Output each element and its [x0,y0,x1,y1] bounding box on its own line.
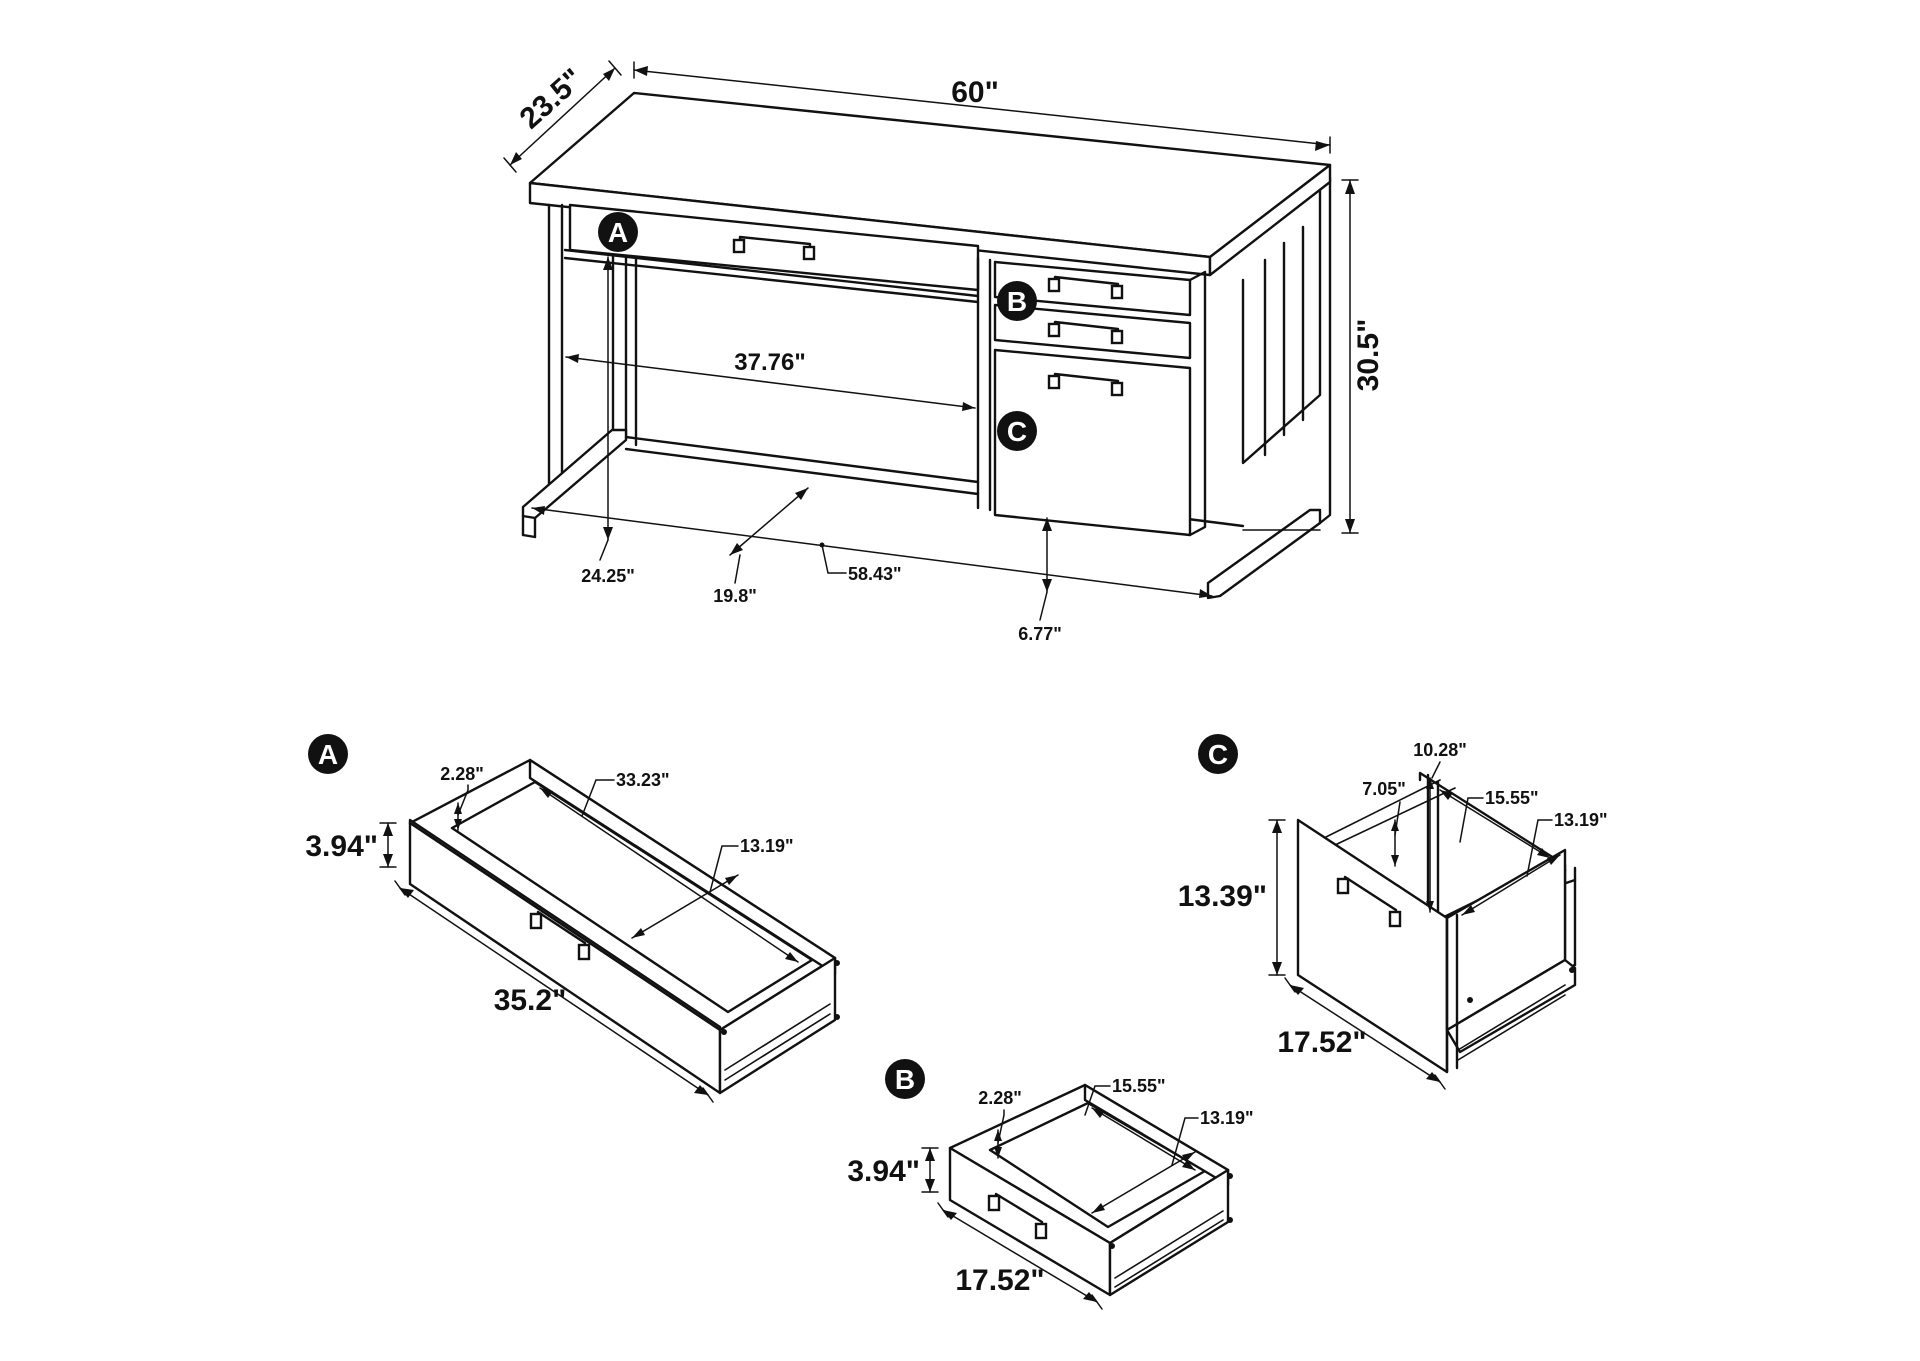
drawer-a-drawing [408,758,840,1095]
dimension-label: 3.94" [847,1155,920,1188]
handle [1336,875,1402,928]
handle [529,910,591,961]
desk-right-frame [1206,176,1332,600]
dimension-inner-depth: 13.19" [1091,1108,1254,1214]
dimension-label: 23.5" [514,62,590,135]
desk-drawing: A B C [521,91,1332,600]
dimension-side-height: 7.05" [1362,779,1406,867]
svg-text:C: C [1007,416,1027,447]
svg-text:A: A [318,739,338,770]
dimension-width: 35.2" [394,880,714,1103]
dimension-floor-clearance: 6.77" [1018,517,1062,644]
dimension-label: 33.23" [616,770,670,790]
dimension-label: 13.39" [1178,880,1267,913]
dimension-label: 30.5" [1352,319,1385,392]
dimension-label: 13.19" [1554,810,1608,830]
dimension-label: 15.55" [1485,788,1539,808]
dimension-label: 15.55" [1112,1076,1166,1096]
drawer-a-dimensions: 3.94" 35.2" 2.28" [305,764,799,1103]
svg-text:B: B [895,1064,915,1095]
dimension-height: 3.94" [847,1147,939,1193]
dimension-label: 58.43" [848,564,902,584]
handle [1047,275,1124,300]
drawer-c-badge: C [1198,734,1238,774]
svg-text:C: C [1208,739,1228,770]
dimension-label: 7.05" [1362,779,1406,799]
desk-top [528,91,1332,277]
dimension-inner-length: 15.55" [1084,1076,1196,1171]
dimension-label: 13.19" [740,836,794,856]
callout-c-badge: C [997,411,1037,451]
dimension-label: 35.2" [494,984,567,1017]
dimension-inner-length: 33.23" [539,770,799,963]
drawer-c-dimensions: 13.39" 17.52" 10.28" [1178,740,1608,1090]
dimension-label: 2.28" [440,764,484,784]
dimension-width: 17.52" [1277,977,1446,1090]
dimension-knee-width: 37.76" [565,349,976,411]
dimension-height: 3.94" [305,822,397,868]
dimension-width: 17.52" [937,1202,1103,1310]
dimension-inner-depth: 13.19" [631,836,794,939]
dimension-label: 13.19" [1200,1108,1254,1128]
dimension-label: 17.52" [1277,1026,1366,1059]
handle [1047,320,1124,345]
drawer-b-badge: B [885,1059,925,1099]
dimension-label: 3.94" [305,830,378,863]
drawer-c-detail: C [1178,734,1608,1090]
dimension-label: 24.25" [581,566,635,586]
dimension-label: 19.8" [713,586,757,606]
dimension-height: 13.39" [1178,819,1286,976]
handle [1047,372,1124,397]
callout-b-badge: B [997,281,1037,321]
dimension-inner-length: 15.55" [1439,788,1551,859]
dimension-label: 6.77" [1018,624,1062,644]
dimension-label: 37.76" [734,349,805,376]
dimension-top-height: 10.28" [1413,740,1467,913]
dimension-leg-depth: 24.25" [581,256,635,586]
svg-text:A: A [608,217,628,248]
drawer-a-detail: A [305,734,840,1103]
dimension-height: 30.5" [1341,179,1385,534]
dimension-inner-width: 58.43" [531,506,1213,598]
desk-pedestal [976,256,1207,537]
handle [987,1192,1048,1240]
dimension-side-height: 2.28" [440,764,484,831]
drawer-b-detail: B 3.94" [847,1059,1254,1310]
dimension-inner-depth: 13.19" [1461,810,1608,916]
drawer-b-drawing [948,1083,1233,1297]
callout-a-badge: A [598,212,638,252]
dimension-label: 2.28" [978,1088,1022,1108]
dimension-side-height: 2.28" [978,1088,1022,1159]
drawer-a-badge: A [308,734,348,774]
dimension-knee-depth: 19.8" [713,487,809,606]
handle [732,235,816,261]
dimension-label: 10.28" [1413,740,1467,760]
dimension-width: 60" [633,61,1331,154]
dimension-label: 17.52" [955,1264,1044,1297]
svg-text:B: B [1007,286,1027,317]
desk-left-frame [521,203,638,539]
drawer-b-dimensions: 3.94" 17.52" 2.28" [847,1076,1254,1310]
dimension-label: 60" [951,76,999,109]
